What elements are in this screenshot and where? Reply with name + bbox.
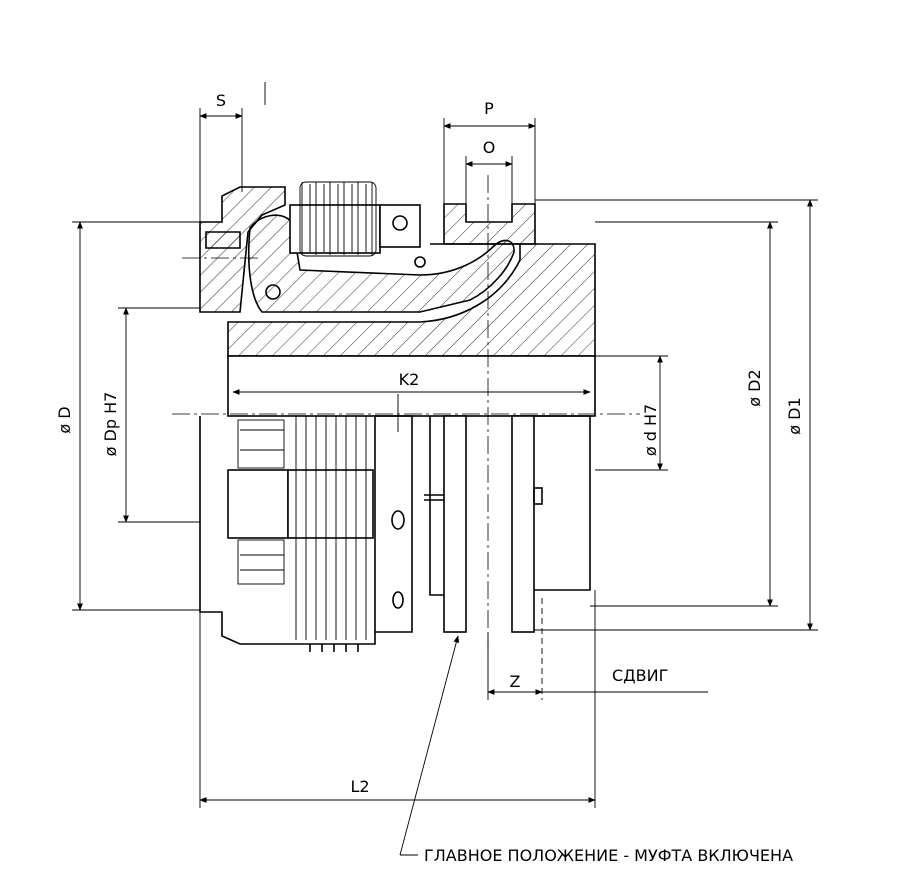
label-o: O (483, 138, 496, 157)
label-main-position: ГЛАВНОЕ ПОЛОЖЕНИЕ - МУФТА ВКЛЮЧЕНА (424, 846, 793, 865)
sleeve-disc-right (511, 415, 535, 633)
label-d2: ø D2 (745, 369, 764, 406)
flange-section (205, 231, 241, 249)
label-l2: L2 (350, 777, 369, 796)
upper-section (199, 181, 596, 417)
lower-view (199, 415, 591, 652)
sleeve-section (443, 203, 536, 245)
label-k2: K2 (399, 370, 420, 389)
dimensions: S P O ø D ø Dp H7 K2 ø d H7 ø D2 (55, 91, 818, 808)
inner-block (227, 469, 289, 539)
label-s: S (216, 91, 226, 110)
hub-section (227, 243, 596, 357)
disc-stack (295, 416, 367, 640)
spring-coil (289, 181, 381, 257)
link-plate (379, 204, 421, 248)
leader: ГЛАВНОЕ ПОЛОЖЕНИЕ - МУФТА ВКЛЮЧЕНА (399, 635, 793, 865)
label-p: P (484, 99, 494, 118)
label-dp-h7: ø Dp H7 (101, 392, 120, 457)
sleeve-disc-left (443, 415, 467, 633)
label-d1: ø D1 (785, 397, 804, 434)
label-z: Z (510, 672, 521, 691)
left-ring-section (199, 186, 286, 313)
label-d: ø D (55, 406, 74, 433)
label-shift: СДВИГ (612, 666, 668, 685)
teeth-bottom (309, 644, 359, 652)
bore-band (227, 355, 596, 417)
center-lines (172, 82, 640, 650)
label-d-h7: ø d H7 (641, 404, 660, 456)
